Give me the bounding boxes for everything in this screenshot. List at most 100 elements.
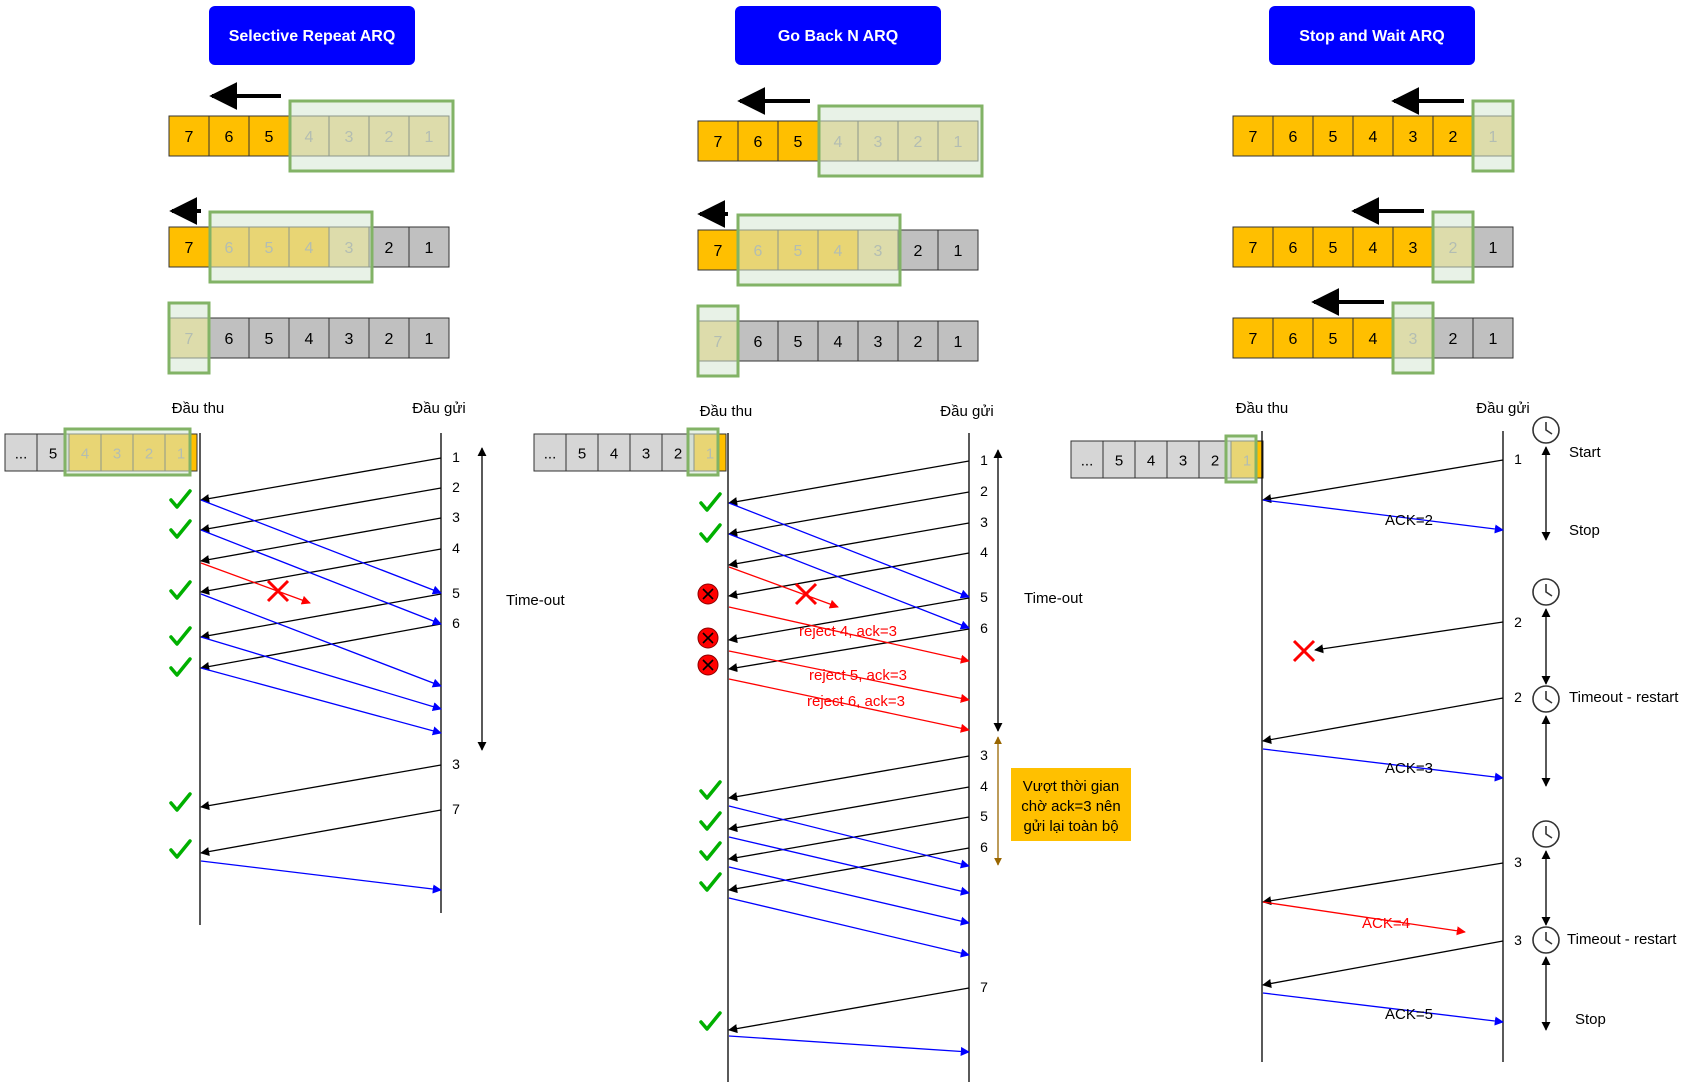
sr-timeout-label: Time-out [506,592,565,609]
sr-frame-3 [200,517,442,565]
sw-receiver-label: Đầu thu [1236,400,1289,417]
error-cross-icon [266,579,290,603]
sw-row2-cell [1472,226,1514,268]
gbn-frame-4-resend [728,786,970,833]
check-icon [169,626,192,646]
gbn-row2-cell-label: 2 [914,243,923,260]
gbn-note-line-3: gửi lại toàn bộ [1023,818,1118,835]
check-icon [699,841,722,861]
sw-frame-3-resend [1262,940,1504,988]
gbn-ack-2 [728,533,970,630]
sw-row2-cell [1392,226,1434,268]
sw-queue-cell-label: ... [1081,453,1094,470]
gbn-receiver-label: Đầu thu [700,403,753,420]
gbn-frame-3 [728,522,970,569]
gbn-row3-cell [937,320,979,362]
sw-row1-cell-label: 6 [1289,129,1298,146]
gbn-frame-6 [728,628,970,673]
gbn-note: Vượt thời gian chờ ack=3 nên gửi lại toà… [1011,768,1131,841]
gbn-reject-3: reject 6, ack=3 [807,693,905,710]
check-icon [169,839,192,859]
gbn-row1-cell-label: 7 [714,134,723,151]
sr-row3-cell [408,317,450,359]
sr-frame-3-resend [200,764,442,811]
sr-frame-2 [200,487,442,534]
gbn-seq-label: 1 [980,452,988,468]
sw-seq-label: 1 [1514,451,1522,467]
sw-window-2 [1431,210,1475,284]
gbn-queue-cell-label: 4 [610,446,618,463]
sr-ack-4 [200,593,442,688]
sr-row1-cell [208,115,250,157]
reject-icon-x [702,632,714,644]
sw-event-stop-2: Stop [1575,1011,1606,1028]
timelines [199,431,1504,1082]
sw-frame-2-lost [1314,621,1504,654]
sw-queue-cell [1134,440,1168,479]
error-cross-icon [1292,639,1316,663]
gbn-frame-1 [728,460,970,507]
sr-row3-cell-label: 5 [265,331,274,348]
gbn-frame-3-resend [728,755,970,802]
check-icon [699,523,722,543]
sr-receiver-label: Đầu thu [172,400,225,417]
gbn-row1-cell [737,120,779,162]
gbn-seq-label: 4 [980,778,988,794]
gbn-timeout-label: Time-out [1024,590,1083,607]
sw-row3-cell-label: 7 [1249,331,1258,348]
gbn-ack-7 [728,1035,970,1056]
gbn-reject-2: reject 5, ack=3 [809,667,907,684]
sw-row1-cell [1312,115,1354,157]
gbn-ack-4 [728,836,970,896]
sr-frame-1 [200,457,442,504]
gbn-queue-window [686,427,720,477]
sw-ack-5-arrow [1262,992,1504,1026]
sr-seq-label: 3 [452,756,460,772]
sr-frame-4 [200,548,442,596]
gbn-row3-cell [897,320,939,362]
gbn-frame-2 [728,491,970,538]
sw-event-start: Start [1569,444,1602,461]
sr-row2-cell-label: 7 [185,240,194,257]
gbn-seq-label: 4 [980,544,988,560]
sr-row2-cell [168,226,210,268]
sr-ack-lost [200,562,311,605]
sr-row3-cell [328,317,370,359]
sr-seq-label: 5 [452,585,460,601]
sw-row3-cell-label: 6 [1289,331,1298,348]
check-icon [699,780,722,800]
sw-row2-cell-label: 3 [1409,240,1418,257]
header-selective-repeat-title: Selective Repeat ARQ [229,28,396,45]
sw-event-stop: Stop [1569,522,1600,539]
header-selective-repeat: Selective Repeat ARQ [209,6,415,65]
gbn-row3-cell-label: 2 [914,334,923,351]
sr-seq-label: 7 [452,801,460,817]
gbn-reject-5 [728,650,970,703]
gbn-row3-cell-label: 1 [954,334,963,351]
header-stop-and-wait: Stop and Wait ARQ [1269,6,1475,65]
sw-event-timeout-1: Timeout - restart [1569,689,1679,706]
frame-rows: 765432176543217654321...5432176543217654… [4,82,1515,484]
sr-window-1 [288,99,455,173]
check-icon [699,1011,722,1031]
gbn-sender-label: Đầu gửi [940,403,993,420]
sr-queue-window [63,427,192,477]
gbn-frame-5 [728,597,970,644]
gbn-ack-3 [728,805,970,869]
header-go-back-n-title: Go Back N ARQ [778,28,898,45]
sr-row3-cell [208,317,250,359]
sw-row2-cell [1312,226,1354,268]
gbn-frame-5-resend [728,816,970,863]
gbn-seq-label: 7 [980,979,988,995]
sw-window-1 [1471,99,1515,173]
gbn-seq-label: 3 [980,747,988,763]
gbn-note-line-1: Vượt thời gian [1023,778,1119,795]
sw-seq-label: 3 [1514,932,1522,948]
sw-row2-cell [1232,226,1274,268]
header-stop-and-wait-title: Stop and Wait ARQ [1299,28,1444,45]
gbn-reject-1: reject 4, ack=3 [799,623,897,640]
sr-row3-cell-label: 4 [305,331,314,348]
check-icon [169,519,192,539]
gbn-frame-6-resend [728,847,970,894]
